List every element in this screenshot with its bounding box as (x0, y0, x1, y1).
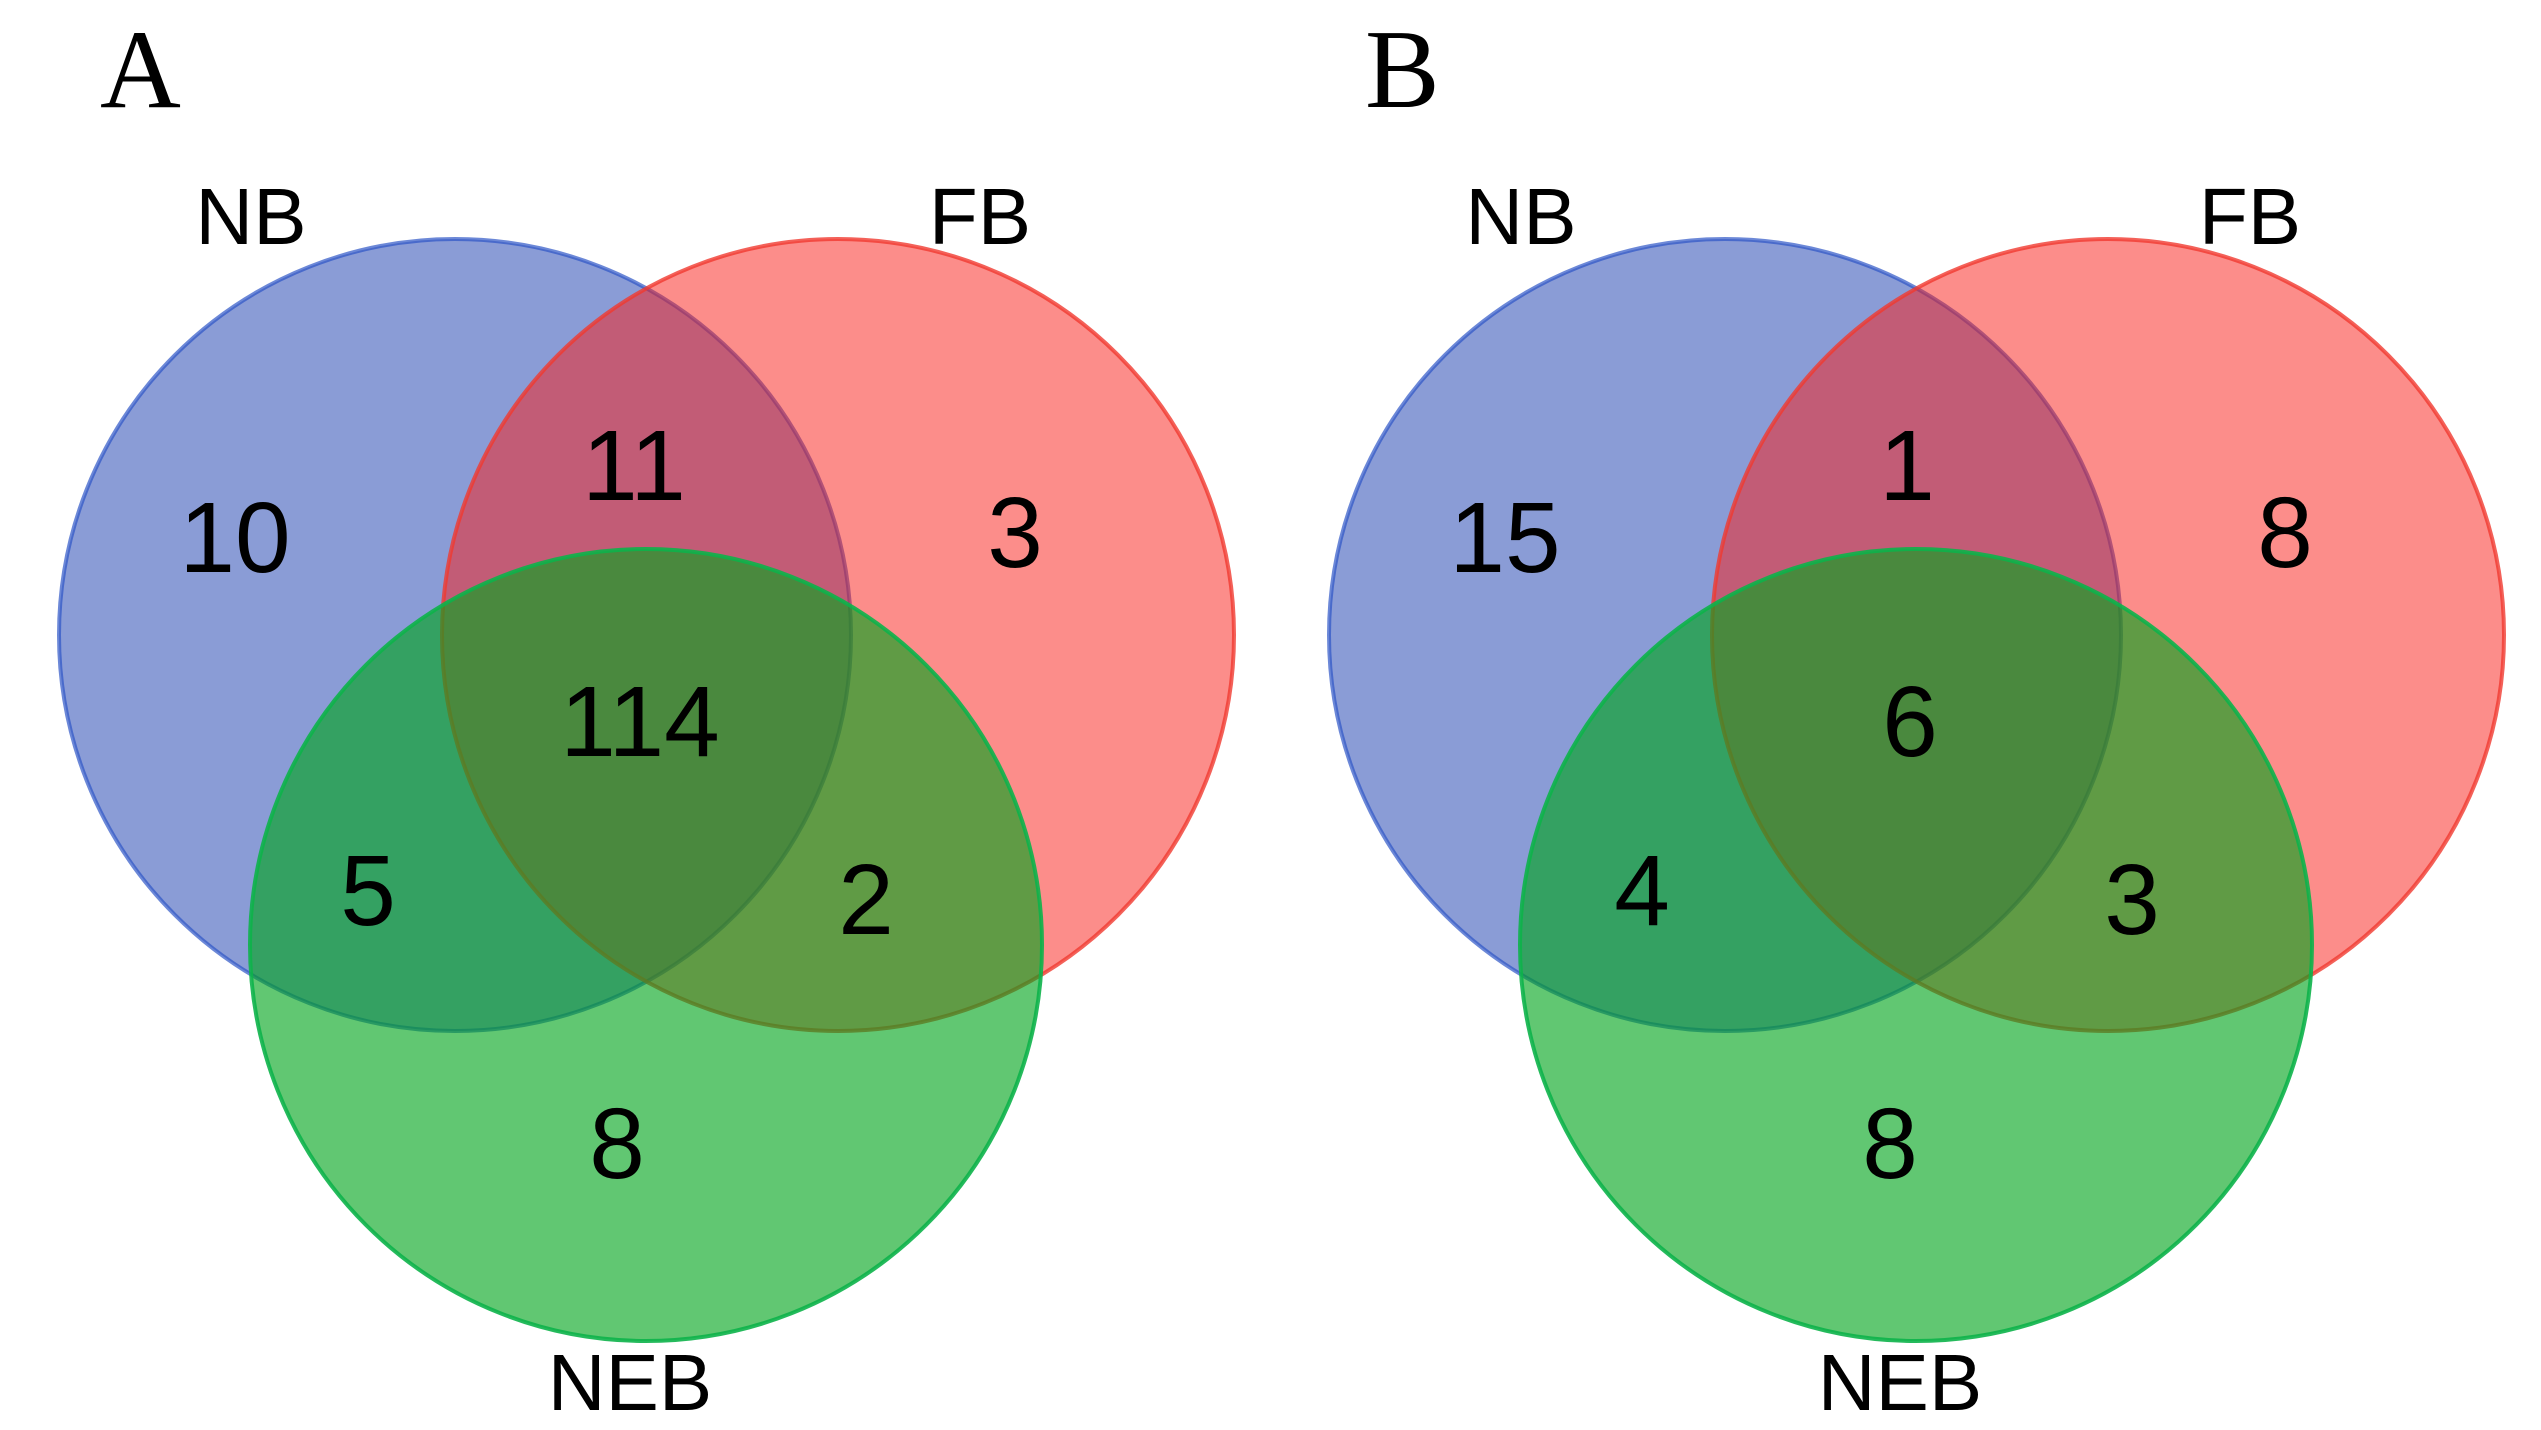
panel-a-count-fb-only: 3 (987, 477, 1043, 589)
panel-a-count-nb-fb: 11 (582, 410, 686, 522)
panel-b-letter: B (1365, 8, 1440, 132)
panel-a-count-fb-neb: 2 (838, 844, 894, 956)
panel-b-count-nb-neb: 4 (1614, 835, 1670, 947)
panel-a-count-neb-only: 8 (589, 1088, 645, 1200)
panel-b-set-label-nb: NB (1465, 172, 1576, 261)
panel-a-count-nb-only: 10 (179, 482, 290, 594)
panel-b-count-fb-neb: 3 (2104, 844, 2160, 956)
panel-a-set-label-neb: NEB (548, 1338, 713, 1427)
venn-panel-a: A NB FB NEB 10 11 3 114 5 2 8 (57, 8, 1236, 1427)
panel-a-set-label-nb: NB (195, 172, 306, 261)
panel-b-count-fb-only: 8 (2257, 477, 2313, 589)
panel-b-neb-circle (1518, 547, 2314, 1343)
panel-a-count-nb-neb: 5 (340, 835, 396, 947)
venn-panel-b: B NB FB NEB 15 1 8 6 4 3 8 (1327, 8, 2506, 1427)
panel-b-set-label-neb: NEB (1818, 1338, 1983, 1427)
panel-b-count-neb-only: 8 (1862, 1088, 1918, 1200)
panel-a-set-label-fb: FB (929, 172, 1031, 261)
panel-b-count-nb-fb: 1 (1879, 410, 1935, 522)
panel-b-set-label-fb: FB (2199, 172, 2301, 261)
panel-a-neb-circle (248, 547, 1044, 1343)
panel-a-letter: A (100, 8, 181, 132)
panel-b-count-nb-only: 15 (1449, 482, 1560, 594)
panel-b-count-center: 6 (1882, 666, 1938, 778)
panel-a-count-center: 114 (560, 666, 719, 778)
